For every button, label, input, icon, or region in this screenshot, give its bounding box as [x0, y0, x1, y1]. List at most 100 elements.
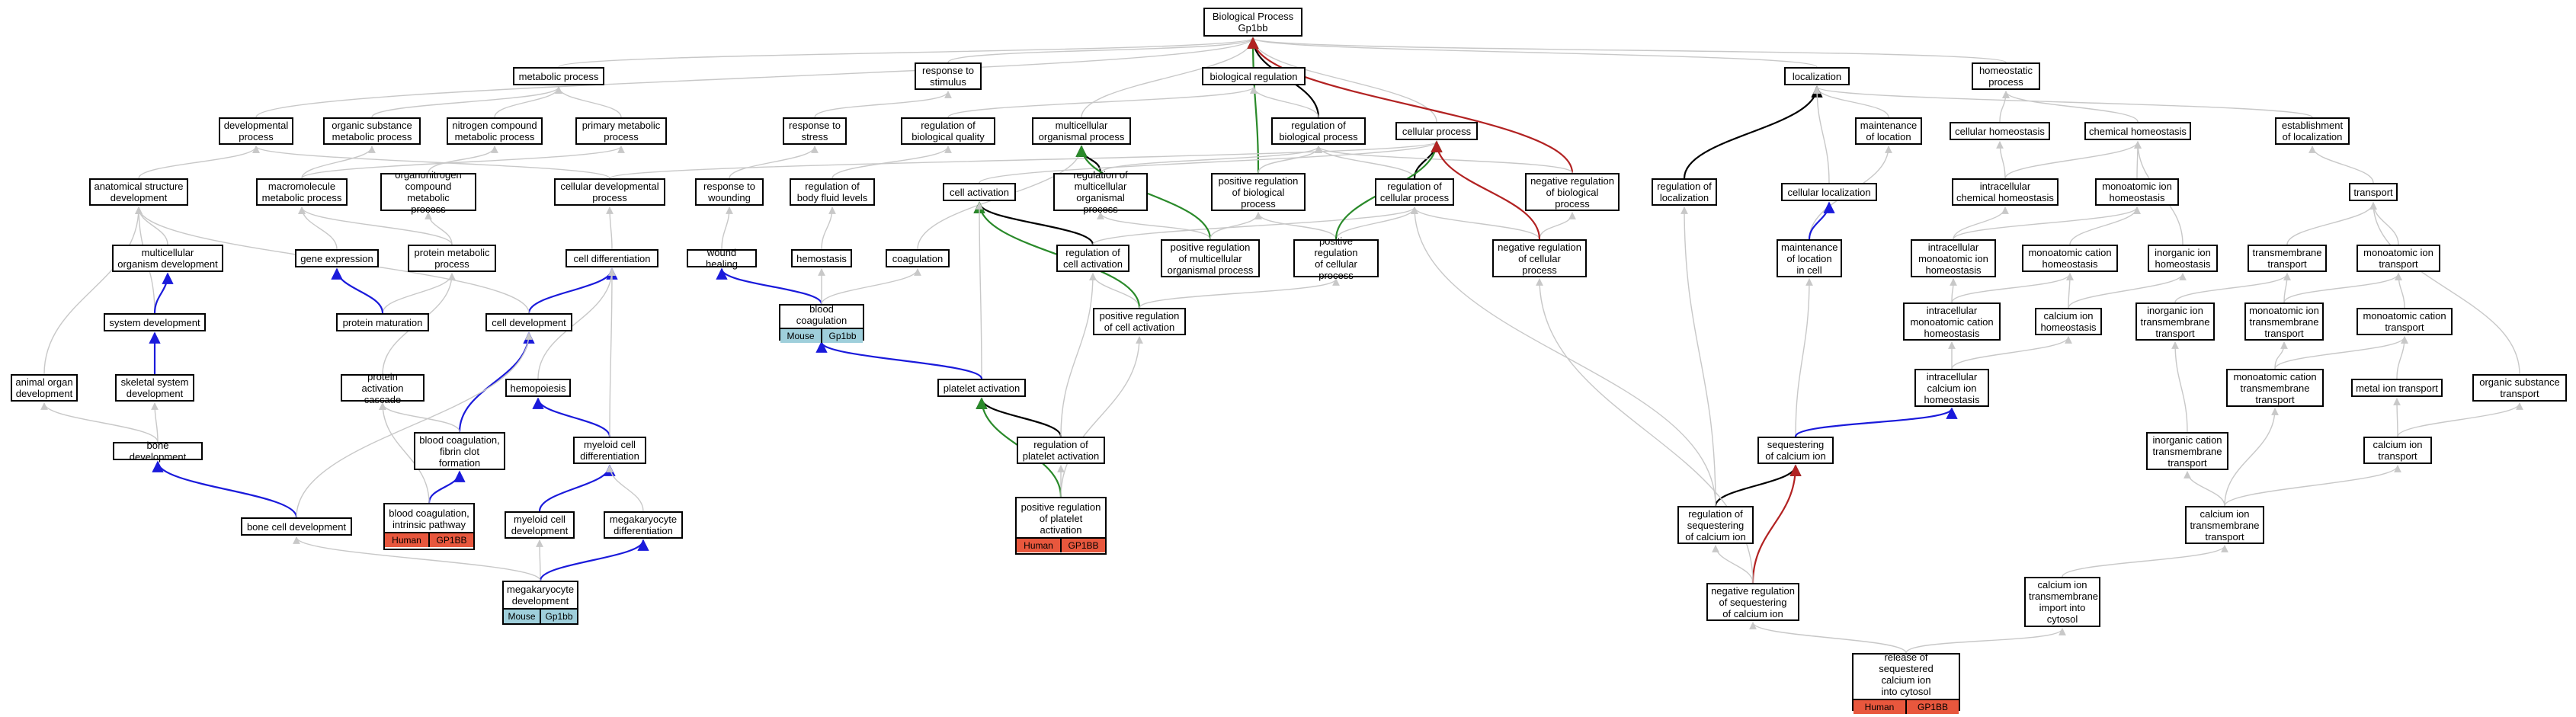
- node-mono-ion-trans[interactable]: monoatomic ion transport: [2357, 245, 2440, 272]
- node-reg-platelet[interactable]: regulation of platelet activation: [1017, 437, 1105, 464]
- node-cellular-proc[interactable]: cellular process: [1395, 122, 1478, 140]
- node-intra-calcium[interactable]: intracellular calcium ion homeostasis: [1914, 369, 1989, 407]
- node-gene-expr[interactable]: gene expression: [295, 249, 379, 267]
- node-intra-mono-cat[interactable]: intracellular monoatomic cation homeosta…: [1903, 302, 2001, 341]
- node-system-dev[interactable]: system development: [104, 313, 206, 331]
- edge-protein_met-to-macromol: [298, 206, 453, 245]
- node-wound-heal[interactable]: wound healing: [687, 247, 757, 270]
- node-release-seq[interactable]: release of sequestered calcium ion into …: [1852, 651, 1960, 714]
- node-localization[interactable]: localization: [1784, 67, 1850, 85]
- node-intra-chem-homeo[interactable]: intracellular chemical homeostasis: [1952, 178, 2059, 206]
- node-mono-cat-transmem[interactable]: monoatomic cation transmembrane transpor…: [2226, 369, 2324, 407]
- node-pos-reg-cell[interactable]: positive regulation of cellular process: [1293, 235, 1379, 281]
- node-transport[interactable]: transport: [2349, 183, 2398, 201]
- node-calcium-homeo[interactable]: calcium ion homeostasis: [2035, 308, 2102, 335]
- node-cell-activation[interactable]: cell activation: [943, 183, 1016, 201]
- node-protein-met[interactable]: protein metabolic process: [408, 245, 496, 272]
- node-macromol[interactable]: macromolecule metabolic process: [256, 178, 348, 206]
- node-mk-diff[interactable]: megakaryocyte differentiation: [604, 511, 683, 539]
- node-neg-reg-bio[interactable]: negative regulation of biological proces…: [1525, 173, 1620, 211]
- node-hemostasis[interactable]: hemostasis: [791, 249, 852, 267]
- node-hemopoiesis[interactable]: hemopoiesis: [505, 379, 571, 397]
- node-reg-cell-proc[interactable]: regulation of cellular process: [1375, 178, 1454, 206]
- node-org-sub-met[interactable]: organic substance metabolic process: [323, 117, 421, 145]
- edge-protein_mat-to-protein_met: [382, 273, 456, 314]
- node-cell-diff[interactable]: cell differentiation: [566, 249, 658, 267]
- node-reg-bio-proc[interactable]: regulation of biological process: [1271, 117, 1366, 145]
- node-maint-loc[interactable]: maintenance of location: [1855, 117, 1922, 145]
- node-calcium-import[interactable]: calcium ion transmembrane import into cy…: [2024, 577, 2100, 627]
- node-cell-homeo[interactable]: cellular homeostasis: [1950, 122, 2050, 140]
- node-cell-development[interactable]: cell development: [485, 313, 572, 331]
- edge-neg_reg_bio-to-root: [1247, 37, 1574, 174]
- node-homeostatic[interactable]: homeostatic process: [1972, 62, 2040, 90]
- node-myeloid-diff[interactable]: myeloid cell differentiation: [573, 437, 646, 464]
- edge-cell_homeo-to-homeostatic: [1999, 91, 2010, 123]
- node-pos-reg-bio[interactable]: positive regulation of biological proces…: [1211, 173, 1306, 211]
- node-pos-reg-cell-act[interactable]: positive regulation of cell activation: [1093, 308, 1186, 335]
- node-mono-ion-homeo[interactable]: monoatomic ion homeostasis: [2095, 178, 2179, 206]
- node-chem-homeo[interactable]: chemical homeostasis: [2084, 122, 2191, 140]
- node-transmem-trans[interactable]: transmembrane transport: [2248, 245, 2327, 272]
- node-bone-cell-dev[interactable]: bone cell development: [241, 517, 352, 536]
- node-nitrogen-met[interactable]: nitrogen compound metabolic process: [447, 117, 543, 145]
- node-multicell[interactable]: multicellular organismal process: [1032, 117, 1131, 145]
- node-cell-dev-proc[interactable]: cellular developmental process: [554, 178, 665, 206]
- node-bone-dev[interactable]: bone development: [113, 440, 203, 463]
- node-fibrin-clot[interactable]: blood coagulation, fibrin clot formation: [414, 432, 505, 470]
- edge-reg_cell_act-to-reg_cell_proc: [1092, 206, 1418, 245]
- node-calcium-transmem[interactable]: calcium ion transmembrane transport: [2185, 506, 2264, 544]
- edge-resp_stim-to-root: [947, 37, 1257, 63]
- edge-neg_reg_cell-to-reg_cell_proc: [1411, 206, 1540, 240]
- node-inorg-ion-homeo[interactable]: inorganic ion homeostasis: [2148, 245, 2218, 272]
- node-reg-body-fluid[interactable]: regulation of body fluid levels: [790, 178, 875, 206]
- node-pos-reg-multi[interactable]: positive regulation of multicellular org…: [1161, 239, 1260, 277]
- node-inorg-ion-trans[interactable]: inorganic ion transmembrane transport: [2135, 302, 2215, 341]
- node-reg-bio-qual[interactable]: regulation of biological quality: [901, 117, 995, 145]
- node-resp-wound[interactable]: response to wounding: [695, 178, 764, 206]
- node-mono-ion-transmem[interactable]: monoatomic ion transmembrane transport: [2244, 302, 2324, 341]
- node-multi-org-dev[interactable]: multicellular organism development: [112, 245, 223, 272]
- node-maint-loc-cell[interactable]: maintenance of location in cell: [1777, 239, 1842, 277]
- node-primary-met[interactable]: primary metabolic process: [575, 117, 667, 145]
- node-metabolic[interactable]: metabolic process: [513, 67, 604, 85]
- node-intra-mono-ion[interactable]: intracellular monoatomic ion homeostasis: [1911, 239, 1996, 277]
- node-reg-multicell[interactable]: regulation of multicellular organismal p…: [1053, 169, 1148, 215]
- node-mono-cat-trans[interactable]: monoatomic cation transport: [2357, 308, 2453, 335]
- edge-calcium_homeo-to-mono_cat_homeo: [2066, 273, 2074, 309]
- node-calcium-trans[interactable]: calcium ion transport: [2363, 437, 2432, 464]
- node-root[interactable]: Biological Process Gp1bb: [1203, 8, 1302, 37]
- node-coagulation[interactable]: coagulation: [886, 249, 950, 267]
- node-platelet-act[interactable]: platelet activation: [937, 379, 1026, 397]
- edge-transport-to-estab_loc: [2308, 146, 2374, 184]
- node-estab-loc[interactable]: establishment of localization: [2275, 117, 2350, 145]
- node-skeletal[interactable]: skeletal system development: [115, 374, 194, 402]
- node-anat-dev[interactable]: anatomical structure development: [89, 178, 188, 206]
- node-reg-local[interactable]: regulation of localization: [1652, 178, 1717, 206]
- node-prot-act-casc[interactable]: protein activation cascade: [341, 371, 425, 405]
- edge-reg_cell_proc-to-reg_bio_proc: [1315, 146, 1415, 179]
- node-resp-stim[interactable]: response to stimulus: [915, 62, 982, 90]
- node-developmental[interactable]: developmental process: [219, 117, 293, 145]
- edge-fibrin_clot-to-prot_act_casc: [379, 402, 460, 433]
- node-mono-cat-homeo[interactable]: monoatomic cation homeostasis: [2022, 245, 2118, 272]
- node-metal-ion-trans[interactable]: metal ion transport: [2351, 379, 2443, 397]
- node-myeloid-dev[interactable]: myeloid cell development: [505, 511, 575, 539]
- node-protein-mat[interactable]: protein maturation: [336, 313, 429, 331]
- node-neg-reg-seq[interactable]: negative regulation of sequestering of c…: [1706, 583, 1799, 621]
- node-seq-calcium[interactable]: sequestering of calcium ion: [1757, 437, 1834, 464]
- node-resp-stress[interactable]: response to stress: [783, 117, 847, 145]
- node-cell-local[interactable]: cellular localization: [1781, 183, 1877, 201]
- node-org-sub-trans[interactable]: organic substance transport: [2472, 374, 2567, 402]
- node-organonitro[interactable]: organonitrogen compound metabolic proces…: [380, 169, 476, 215]
- node-pos-reg-platelet[interactable]: positive regulation of platelet activati…: [1015, 497, 1107, 555]
- node-reg-seq-calcium[interactable]: regulation of sequestering of calcium io…: [1677, 506, 1754, 544]
- node-neg-reg-cell[interactable]: negative regulation of cellular process: [1492, 239, 1587, 277]
- node-reg-cell-act[interactable]: regulation of cell activation: [1056, 245, 1129, 272]
- node-inorg-cat-trans[interactable]: inorganic cation transmembrane transport: [2146, 432, 2228, 470]
- node-bio-reg[interactable]: biological regulation: [1202, 67, 1306, 85]
- node-animal-organ[interactable]: animal organ development: [11, 374, 78, 402]
